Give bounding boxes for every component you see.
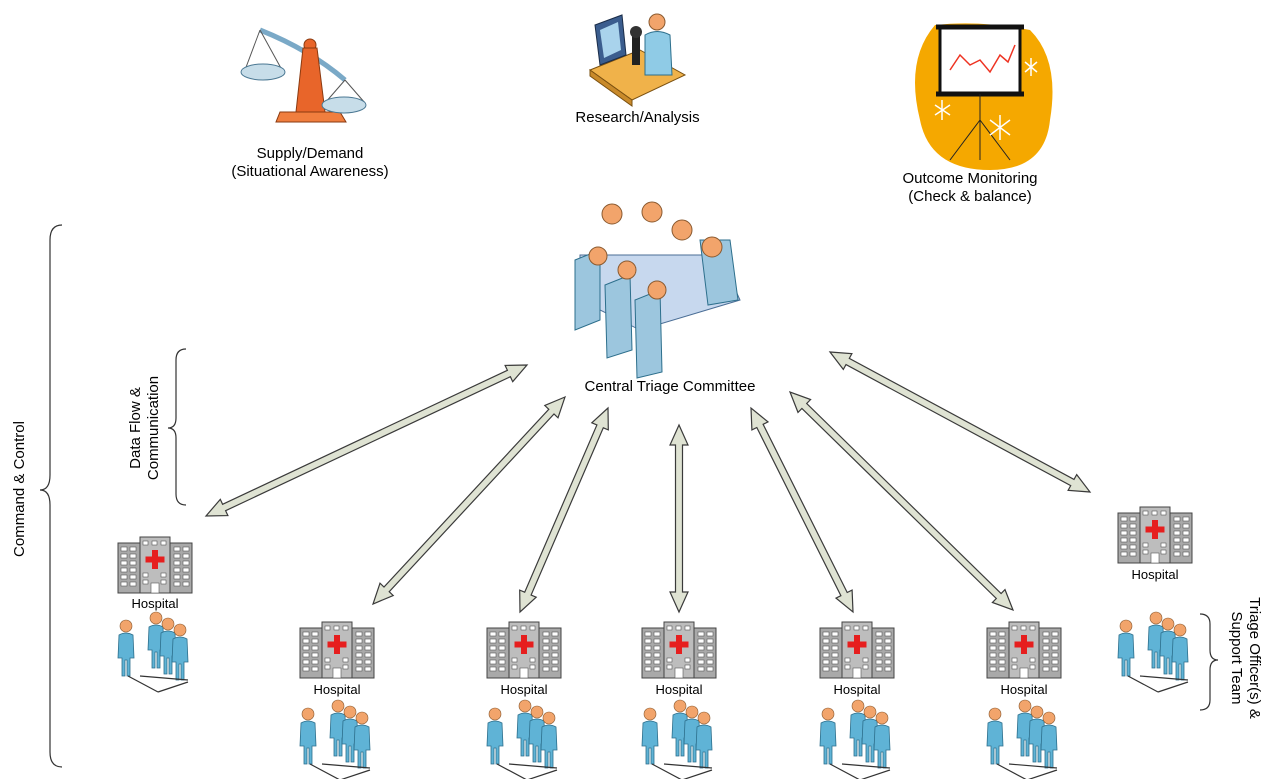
double-arrow [750, 406, 854, 614]
scale-icon [240, 27, 367, 123]
hospital-label: Hospital [1131, 567, 1179, 582]
team-icon [820, 700, 890, 779]
supply-demand-line2: (Situational Awareness) [231, 163, 389, 180]
hospital-icon [819, 621, 895, 679]
committee-icon [574, 201, 741, 379]
double-arrow [204, 364, 529, 517]
outcome-monitoring-line1: Outcome Monitoring [902, 170, 1038, 187]
research-icon [588, 13, 687, 107]
double-arrow [788, 390, 1015, 612]
double-arrow [372, 395, 566, 606]
data-flow-line2: Communication [145, 375, 162, 481]
hospital-label: Hospital [1000, 682, 1048, 697]
command-control-label: Command & Control [11, 421, 28, 557]
team-icon [987, 700, 1057, 779]
double-arrow [828, 351, 1092, 493]
hospital-icon [299, 621, 375, 679]
hospital-icon [986, 621, 1062, 679]
hospital-icon [486, 621, 562, 679]
hospital-icon [1117, 506, 1193, 564]
outcome-monitoring-label: Outcome Monitoring (Check & balance) [875, 170, 1065, 206]
hospital-icon [641, 621, 717, 679]
triage-officers-label: Triage Officer(s) & Support Team [1227, 583, 1263, 733]
data-flow-label: Data Flow & Communication [127, 363, 163, 493]
outcome-monitoring-line2: (Check & balance) [908, 188, 1032, 205]
double-arrow [669, 423, 689, 614]
hospital-label: Hospital [131, 596, 179, 611]
central-triage-committee-label: Central Triage Committee [584, 378, 756, 395]
hospital-label: Hospital [500, 682, 548, 697]
outcome-monitoring-icon [915, 23, 1053, 171]
team-icon [642, 700, 712, 779]
triage-line2: Support Team [1228, 611, 1245, 705]
hospital-icon [117, 536, 193, 594]
data-flow-brace [167, 348, 187, 506]
data-flow-line1: Data Flow & [127, 387, 144, 469]
triage-brace [1199, 613, 1219, 711]
research-analysis-label: Research/Analysis [575, 109, 700, 126]
team-icon [1118, 612, 1188, 692]
arrows-group [204, 351, 1092, 614]
command-control-brace [39, 224, 63, 768]
hospital-label: Hospital [313, 682, 361, 697]
supply-demand-label: Supply/Demand (Situational Awareness) [210, 145, 410, 181]
hospital-label: Hospital [833, 682, 881, 697]
hospital-label: Hospital [655, 682, 703, 697]
team-icon [118, 612, 188, 692]
team-icon [300, 700, 370, 779]
triage-line1: Triage Officer(s) & [1246, 597, 1263, 719]
double-arrow [519, 406, 609, 614]
team-icon [487, 700, 557, 779]
supply-demand-line1: Supply/Demand [256, 145, 364, 162]
